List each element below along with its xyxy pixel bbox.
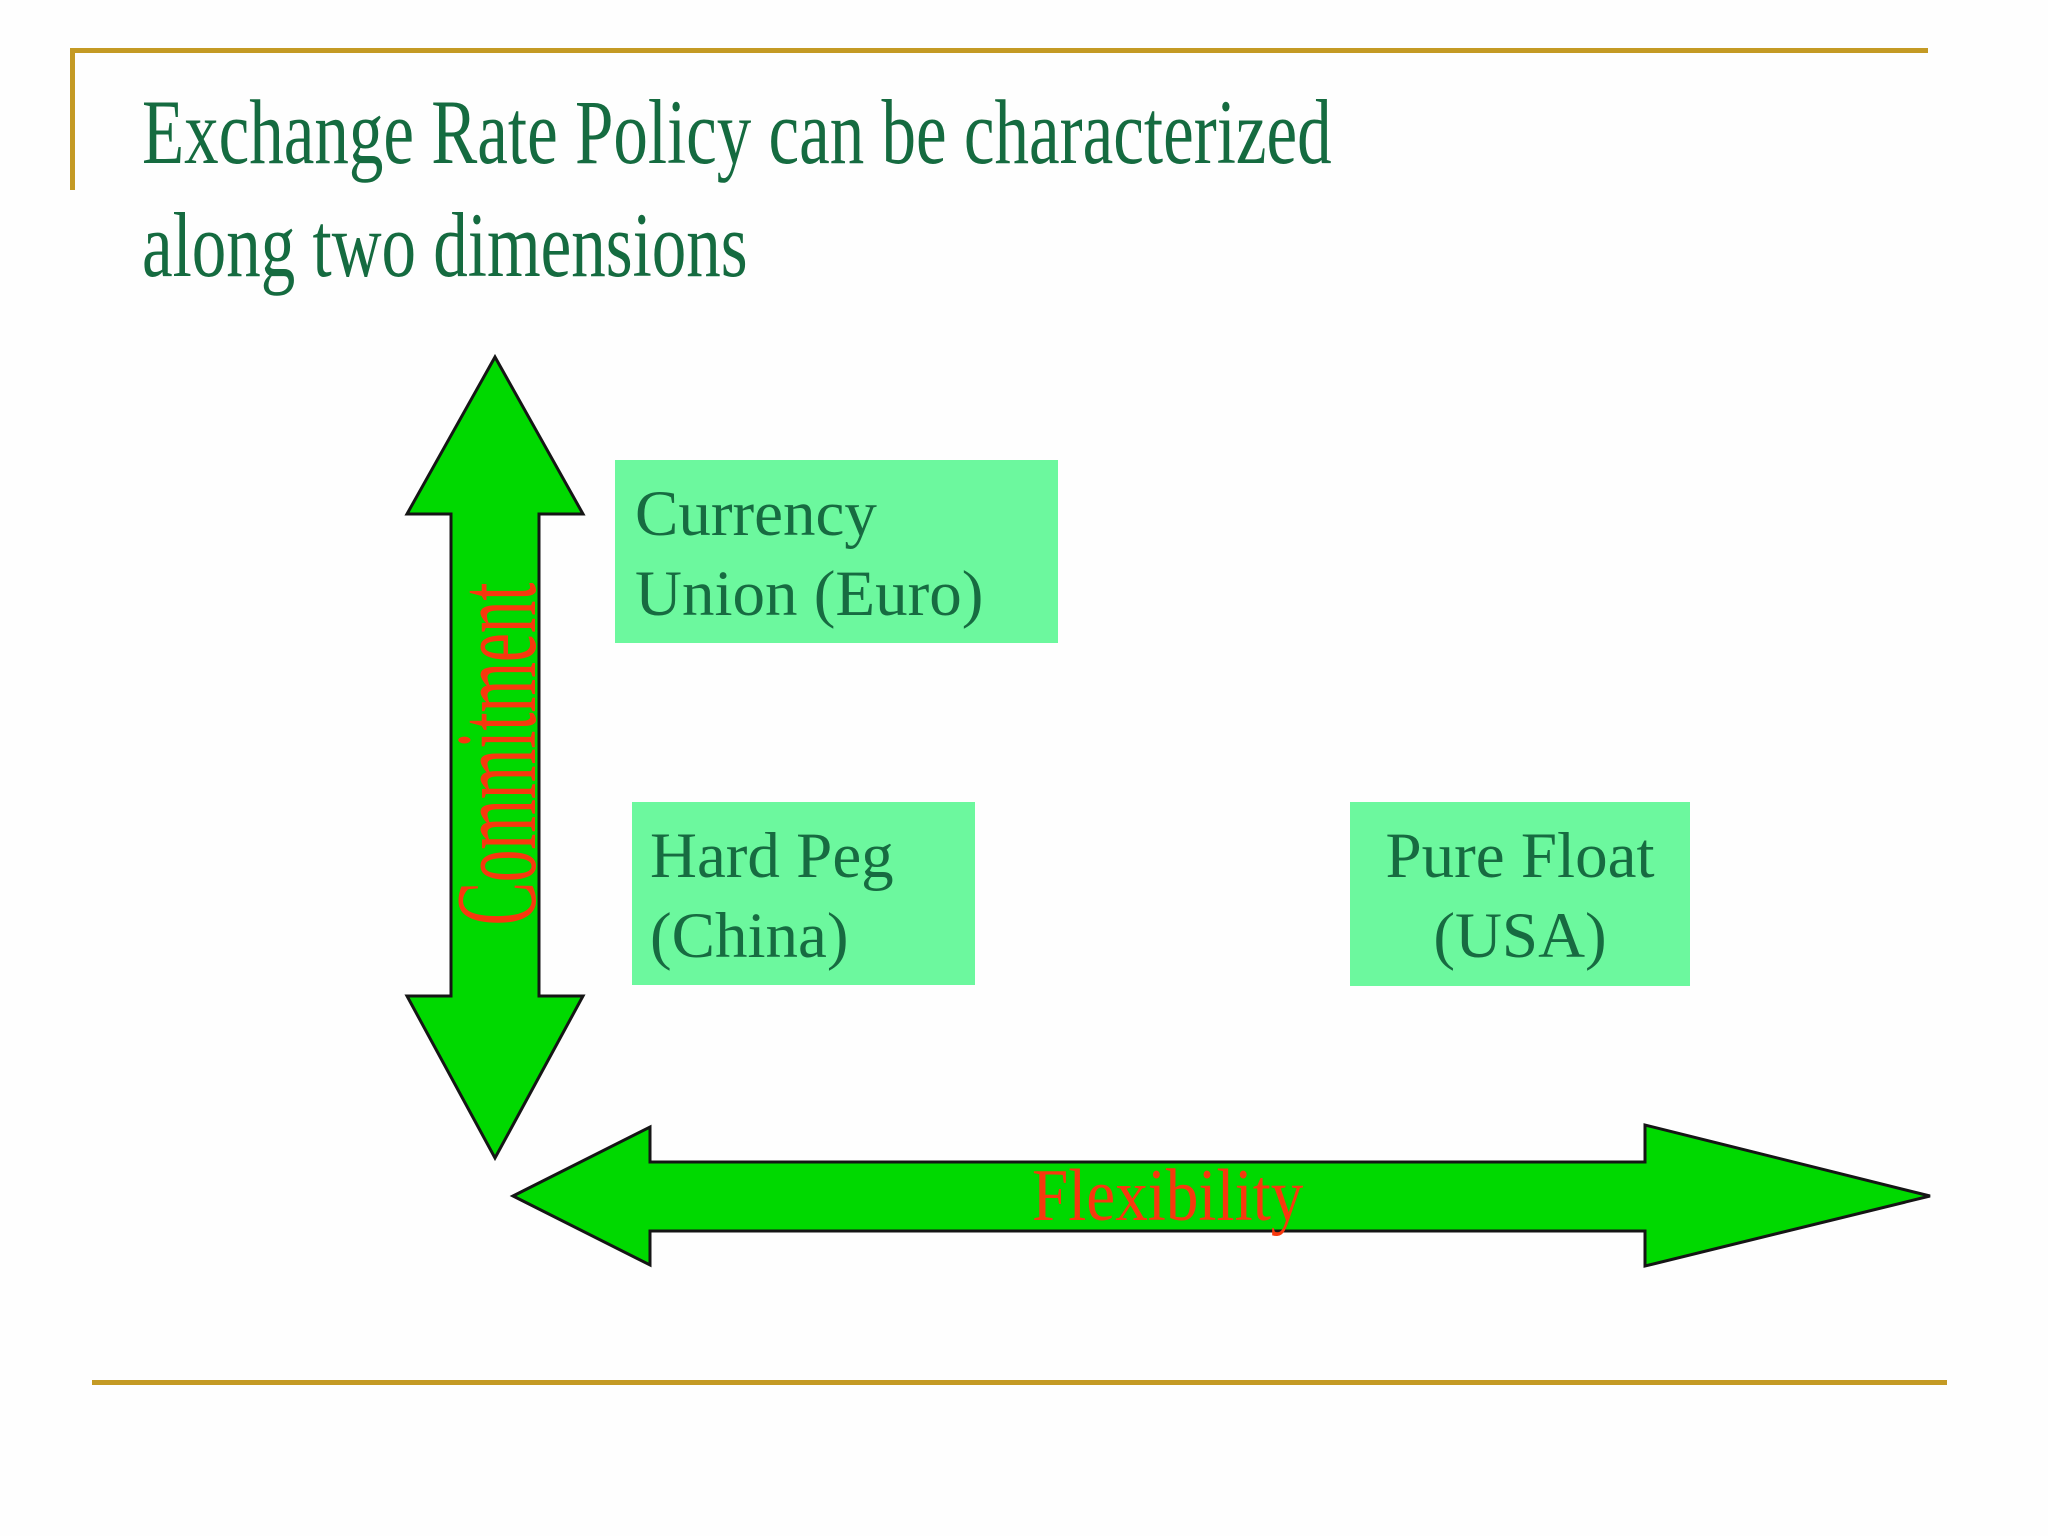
slide-title-line-2: along two dimensions (142, 194, 748, 296)
currency-union-box-line-1: Currency (635, 478, 877, 550)
slide-border-left-line (70, 48, 75, 190)
commitment-axis-label: Commitment (433, 582, 561, 926)
commitment-vertical-double-arrow (404, 353, 586, 1162)
slide-border-bottom-line (92, 1380, 1947, 1385)
currency-union-box: Currency Union (Euro) (615, 460, 1058, 643)
hard-peg-box-line-1: Hard Peg (650, 820, 894, 892)
pure-float-box: Pure Float (USA) (1350, 802, 1690, 986)
pure-float-box-line-2: (USA) (1433, 900, 1607, 972)
slide-border-top-line (70, 48, 1928, 53)
hard-peg-box-line-2: (China) (650, 900, 849, 972)
currency-union-box-line-2: Union (Euro) (635, 558, 984, 630)
slide-title-line-1: Exchange Rate Policy can be characterize… (142, 81, 1332, 183)
flexibility-axis-label: Flexibility (1032, 1155, 1304, 1237)
flexibility-horizontal-double-arrow (509, 1123, 1931, 1268)
slide-title: Exchange Rate Policy can be characterize… (142, 76, 1728, 302)
hard-peg-box: Hard Peg (China) (632, 802, 975, 985)
pure-float-box-line-1: Pure Float (1385, 820, 1655, 892)
